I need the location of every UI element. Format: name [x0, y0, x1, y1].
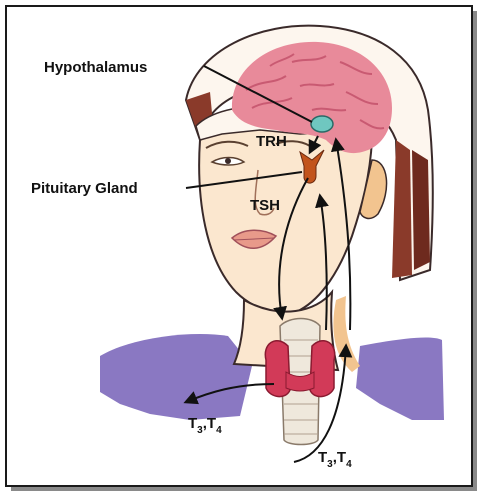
pituitary-gland-label: Pituitary Gland — [31, 180, 138, 197]
t4-right-subscript: 4 — [346, 459, 352, 470]
tsh-label: TSH — [250, 197, 280, 214]
t4-left-main: ,T — [203, 415, 216, 432]
trh-label: TRH — [256, 133, 287, 150]
t3-right-main: T — [318, 449, 327, 466]
t4-right-main: ,T — [333, 449, 346, 466]
t4-left-subscript: 4 — [216, 425, 222, 436]
hypothalamus-label: Hypothalamus — [44, 59, 147, 76]
hypothalamus-shape — [311, 116, 333, 132]
t3-left-main: T — [188, 415, 197, 432]
